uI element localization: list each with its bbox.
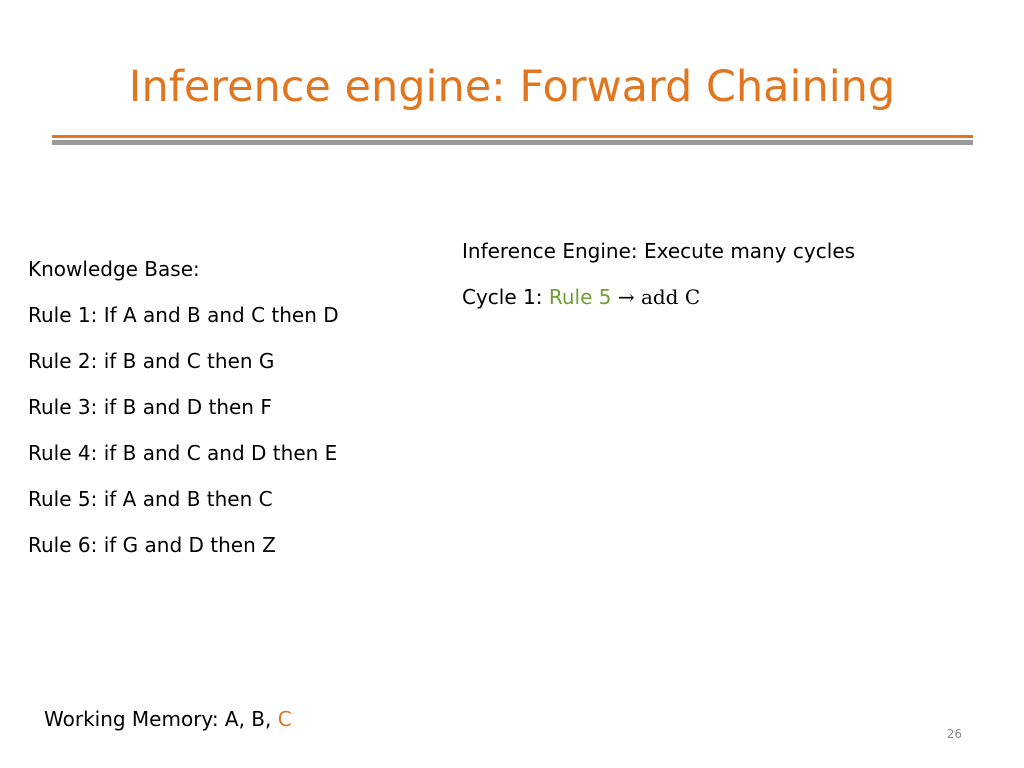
cycle-1: Cycle 1: Rule 5 → add C — [462, 274, 855, 320]
cycle-action: → add C — [611, 285, 701, 309]
rule-5: Rule 5: if A and B then C — [28, 487, 273, 511]
working-memory-label: Working Memory: A, B, — [44, 707, 278, 731]
title-underline-orange — [52, 135, 973, 138]
title-underline-gray — [52, 140, 973, 145]
knowledge-base-panel: Knowledge Base: Rule 1: If A and B and C… — [28, 246, 339, 568]
inference-engine-heading: Inference Engine: Execute many cycles — [462, 239, 856, 263]
page-number: 26 — [946, 727, 962, 741]
rule-4: Rule 4: if B and C and D then E — [28, 441, 338, 465]
working-memory-new-item: C — [277, 707, 292, 731]
cycle-label: Cycle 1: — [462, 285, 549, 309]
rule-1: Rule 1: If A and B and C then D — [28, 303, 339, 327]
working-memory: Working Memory: A, B, C — [44, 707, 292, 731]
rule-2: Rule 2: if B and C then G — [28, 349, 275, 373]
inference-engine-panel: Inference Engine: Execute many cycles Cy… — [462, 228, 855, 320]
knowledge-base-heading: Knowledge Base: — [28, 257, 200, 281]
slide-title: Inference engine: Forward Chaining — [128, 62, 896, 112]
rule-6: Rule 6: if G and D then Z — [28, 533, 276, 557]
cycle-rule: Rule 5 — [548, 285, 612, 309]
rule-3: Rule 3: if B and D then F — [28, 395, 272, 419]
